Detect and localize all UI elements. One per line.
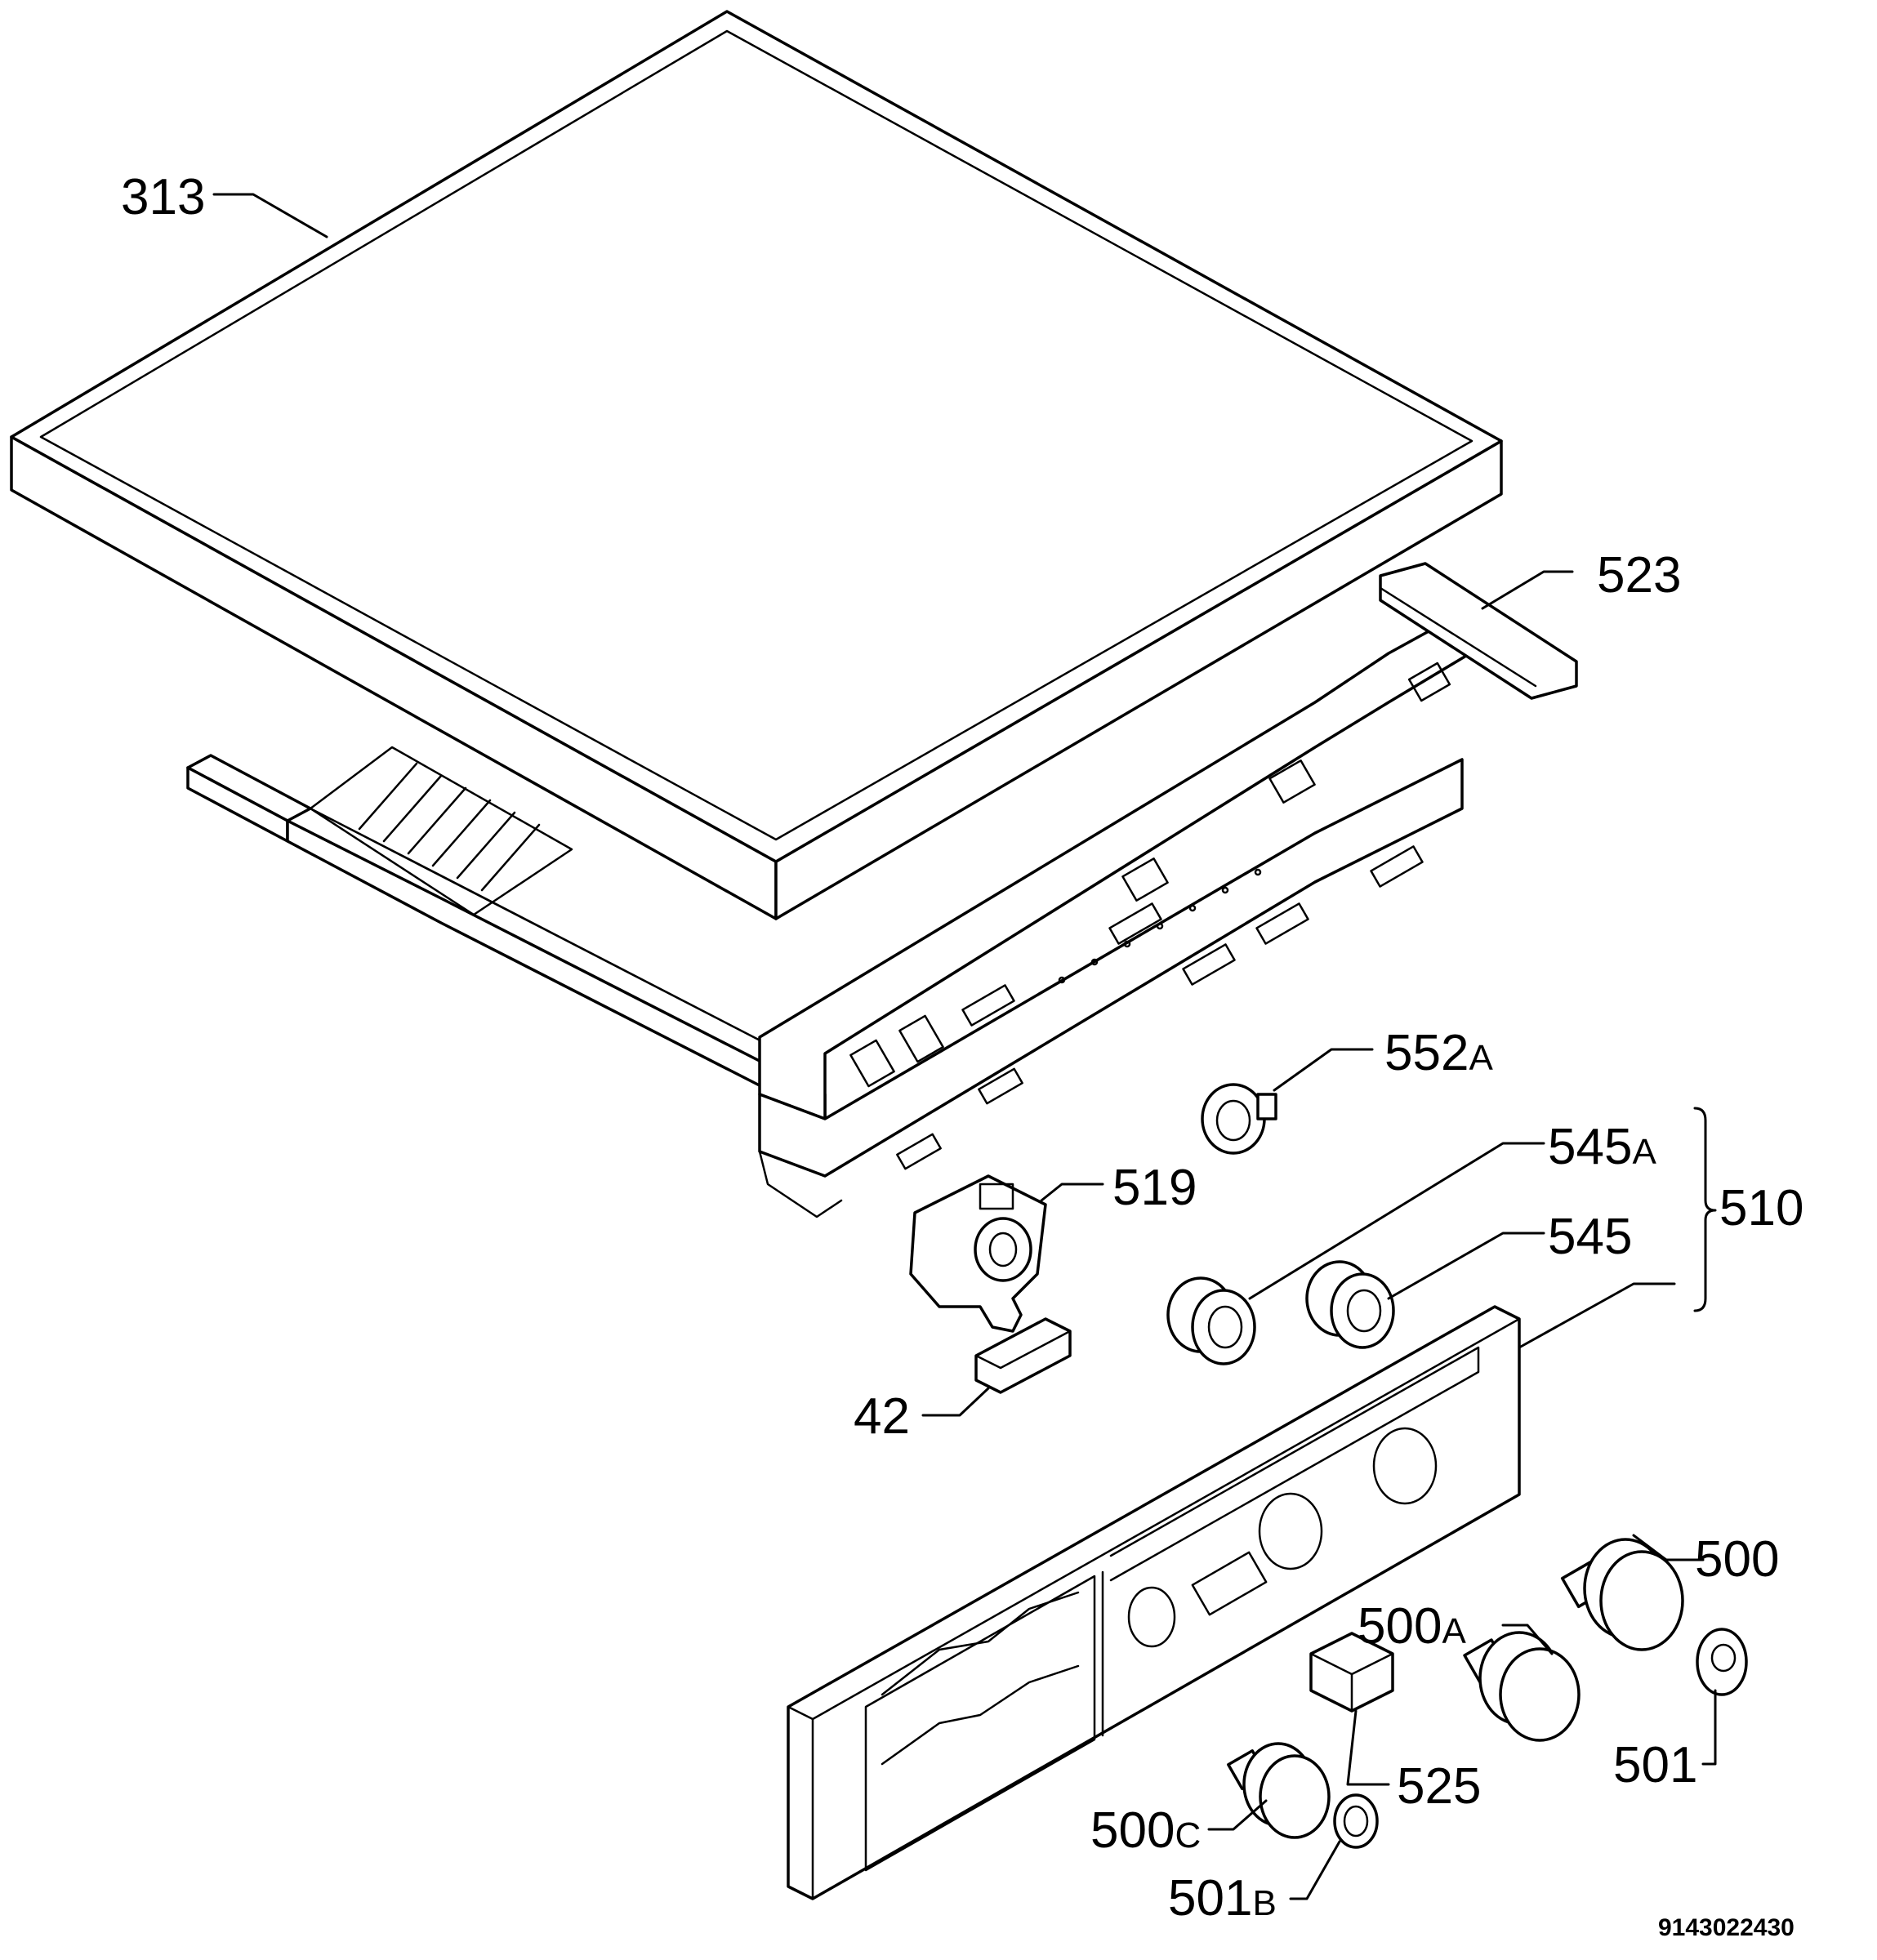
leader-545a	[1248, 1142, 1545, 1300]
leader-313	[212, 193, 328, 238]
label-525: 525	[1397, 1758, 1481, 1815]
label-552a: 552A	[1384, 1025, 1493, 1081]
label-500a: 500A	[1358, 1598, 1466, 1655]
leader-42	[921, 1387, 990, 1417]
label-545a: 545A	[1548, 1119, 1656, 1175]
label-545: 545	[1548, 1209, 1632, 1265]
label-523: 523	[1597, 547, 1681, 604]
leader-525	[1346, 1709, 1390, 1786]
label-519: 519	[1112, 1160, 1197, 1216]
part-500a-knob	[1463, 1631, 1581, 1742]
document-code: 9143022430	[1658, 1914, 1795, 1941]
leader-lines	[212, 193, 1717, 1900]
part-500-knob	[1560, 1538, 1748, 1696]
leader-500	[1632, 1534, 1705, 1561]
control-frame-part	[186, 562, 1578, 1218]
leader-500a	[1501, 1624, 1554, 1655]
control-panel-fascia	[787, 1305, 1521, 1900]
part-545a-button	[1166, 1276, 1256, 1365]
label-500c: 500C	[1090, 1802, 1201, 1859]
top-cover-part	[10, 10, 1503, 920]
part-552a-ring	[1201, 1083, 1277, 1155]
leader-552a	[1273, 1048, 1374, 1092]
part-525-switch	[1309, 1632, 1394, 1713]
leader-panel	[1518, 1282, 1676, 1349]
part-501b-ring	[1333, 1793, 1379, 1849]
brace-510	[1693, 1107, 1717, 1312]
part-545-button	[1305, 1260, 1395, 1349]
leader-519	[1040, 1183, 1104, 1202]
label-42: 42	[854, 1388, 910, 1445]
label-510: 510	[1719, 1180, 1803, 1236]
leader-501	[1701, 1689, 1717, 1766]
leader-545	[1387, 1232, 1545, 1300]
leader-500c	[1207, 1799, 1268, 1831]
callout-labels: 313 523 552A 545A 519 510 545 42 500 500…	[121, 169, 1803, 1941]
label-500: 500	[1695, 1531, 1779, 1588]
label-313: 313	[121, 169, 205, 225]
label-501b: 501B	[1168, 1870, 1277, 1927]
part-519-bracket	[909, 1174, 1047, 1333]
label-501: 501	[1613, 1737, 1697, 1793]
part-42-clip	[974, 1317, 1072, 1394]
leader-523	[1481, 570, 1574, 610]
part-500c-knob	[1227, 1742, 1331, 1839]
leader-501b	[1289, 1840, 1341, 1900]
